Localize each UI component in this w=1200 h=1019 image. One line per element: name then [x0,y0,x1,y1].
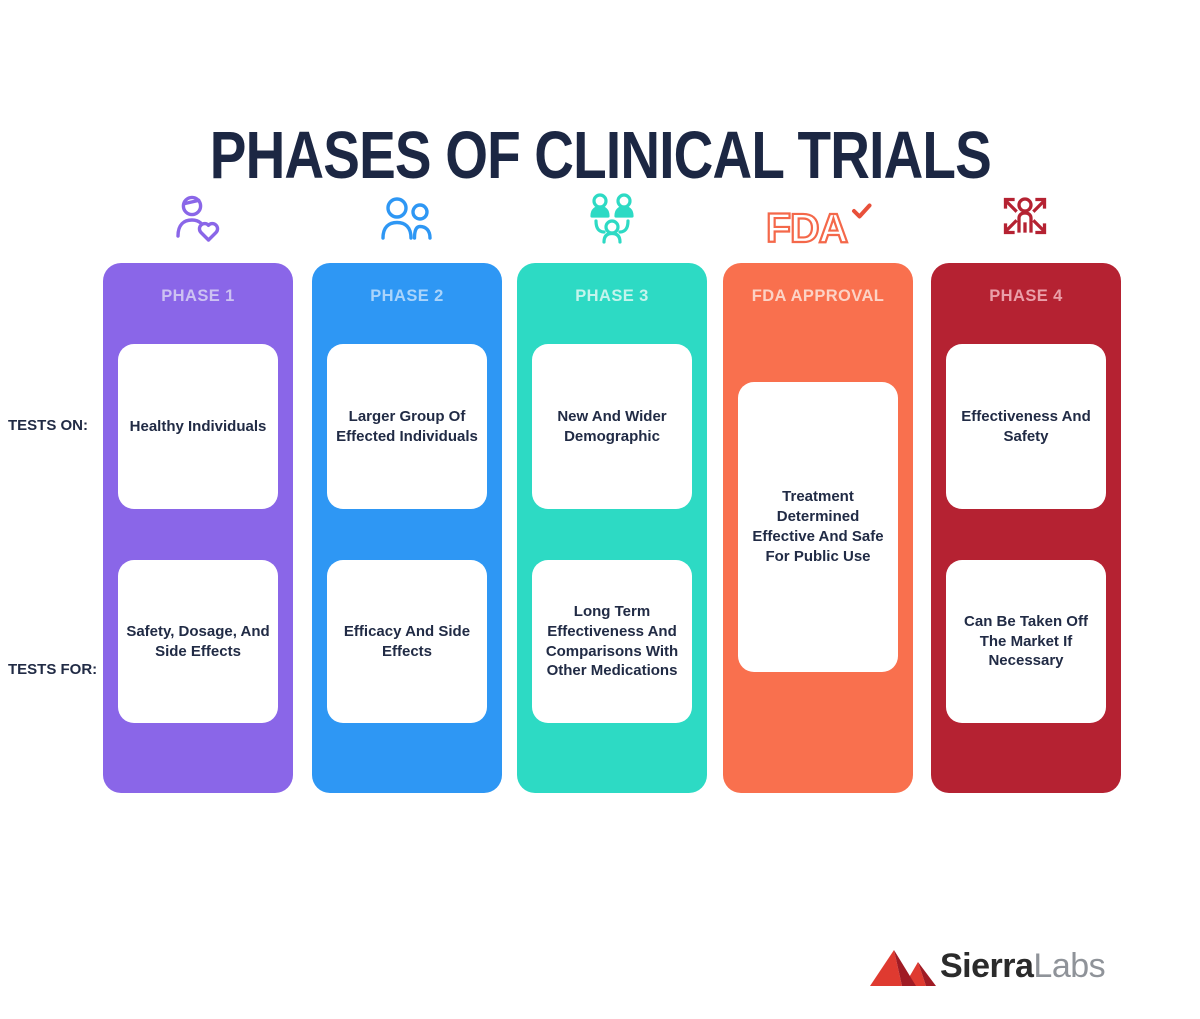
phase-3-column: PHASE 3 New And Wider Demographic Long T… [517,263,707,793]
phase-1-tests-on-card: Healthy Individuals [118,344,278,509]
fda-checkmark-icon: FDA [765,203,872,252]
phase-4-tests-on-card: Effectiveness And Safety [946,344,1106,509]
phase-1-header: PHASE 1 [161,287,235,305]
brand-name: SierraLabs [940,947,1106,988]
group-of-people-icon [590,193,634,244]
checkmark-icon [852,203,872,219]
phase-4-column: PHASE 4 Effectiveness And Safety Can Be … [931,263,1121,793]
phase-2-column: PHASE 2 Larger Group Of Effected Individ… [312,263,502,793]
phase-1-column: PHASE 1 Healthy Individuals Safety, Dosa… [103,263,293,793]
mountain-logo-icon [870,950,936,986]
phase-4-header: PHASE 4 [989,287,1063,305]
phase-2-tests-for-card: Efficacy And Side Effects [327,560,487,723]
fda-logo-text: FDA [766,205,848,251]
phase-2-tests-on-card: Larger Group Of Effected Individuals [327,344,487,509]
phase-4-tests-for-card: Can Be Taken Off The Market If Necessary [946,560,1106,723]
brand-name-light: Labs [1033,947,1106,985]
sierra-labs-logo: SierraLabs [868,942,1106,988]
tests-on-label: TESTS ON: [8,417,89,434]
fda-approval-column: FDA APPROVAL Treatment Determined Effect… [723,263,913,793]
fda-approval-card: Treatment Determined Effective And Safe … [738,382,898,672]
page-title-text: PHASES OF CLINICAL TRIALS [209,117,991,193]
phase-3-tests-for-card: Long Term Effectiveness And Comparisons … [532,560,692,723]
brand-name-bold: Sierra [940,947,1034,985]
page-title: PHASES OF CLINICAL TRIALS [0,117,1200,194]
tests-for-label: TESTS FOR: [8,661,98,678]
phase-3-tests-on-card: New And Wider Demographic [532,344,692,509]
phase-3-header: PHASE 3 [575,287,649,305]
person-expand-arrows-icon [1003,197,1047,235]
person-with-heart-icon [176,195,220,242]
phase-1-tests-for-card: Safety, Dosage, And Side Effects [118,560,278,723]
phase-2-header: PHASE 2 [370,287,444,305]
fda-approval-header: FDA APPROVAL [751,287,885,305]
two-people-icon [381,197,432,240]
